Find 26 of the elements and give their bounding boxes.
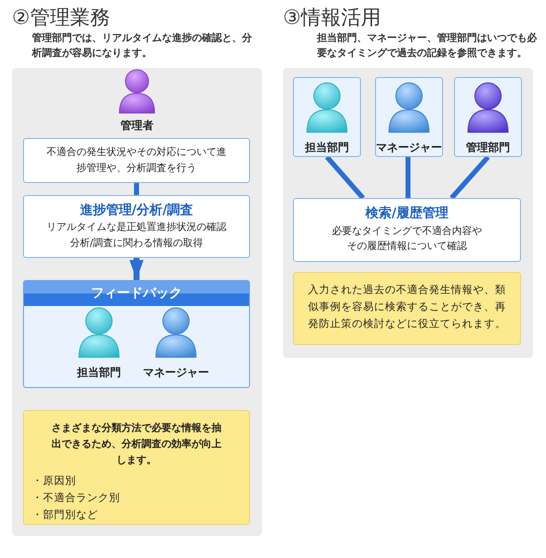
arrow <box>130 258 144 280</box>
process-box <box>293 198 521 262</box>
connector-line <box>406 157 410 198</box>
section-heading: ③情報活用 <box>283 4 381 31</box>
section-description: 担当部門、マネージャー、管理部門はいつでも必要なタイミングで過去の記録を参照できます。 <box>317 32 538 60</box>
header-bar: フィードバック <box>24 281 249 306</box>
person-card: 管理部門 <box>454 77 522 157</box>
connector-line <box>325 155 365 200</box>
feedback-panel <box>23 280 250 388</box>
box-text: リアルタイムな是正処置進捗状況の確認分析/調査に関わる情報の取得 <box>46 220 228 251</box>
section-description: 管理部門では、リアルタイムな進捗の確認と、分析調査が容易になります。 <box>32 32 253 60</box>
process-box <box>23 195 250 258</box>
person-label: 担当部門 <box>77 364 121 380</box>
box-title: 検索/履歴管理 <box>364 205 450 224</box>
connector-line <box>134 183 139 195</box>
note-box: さまざまな分類方法で必要な情報を抽出できるため、分析調査の効率が向上します。 ・原因別 ・不適合ランク別 ・部門別など <box>23 410 250 525</box>
section-heading: ②管理業務 <box>12 4 110 31</box>
connector-line <box>450 155 490 200</box>
person-label: マネージャー <box>143 364 209 380</box>
person-card: マネージャー <box>375 77 443 157</box>
process-box: 不適合の発生状況やその対応について進捗管理や、分析調査を行う <box>23 138 250 183</box>
person-card: 担当部門 <box>293 77 361 157</box>
person-label: 管理者 <box>120 118 154 134</box>
box-title: 進捗管理/分析/調査 <box>78 202 194 220</box>
note-box: 入力された過去の不適合発生情報や、類似事例を容易に検索することができ、再発防止策の検討などに役立てられます。 <box>293 272 521 345</box>
box-text: 必要なタイミングで不適合内容やその履歴情報について確認 <box>331 224 483 254</box>
